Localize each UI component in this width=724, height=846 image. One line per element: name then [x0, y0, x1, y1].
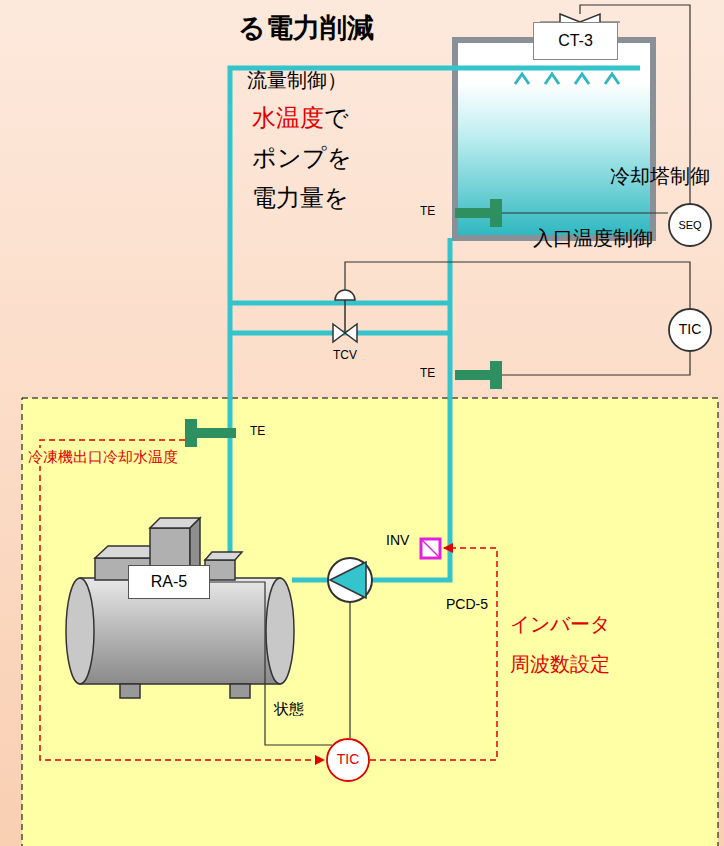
slide-title: る電力削減 [238, 12, 374, 44]
equipment-tag: CT-3 [533, 22, 618, 60]
node-label: TIC [679, 322, 702, 337]
signal-name: インバータ [510, 612, 610, 636]
sequencer-circle: SEQ [668, 203, 712, 247]
equipment-tag: RA-5 [128, 565, 210, 599]
heading-text: ポンプを [252, 144, 352, 173]
signal-name: 周波数設定 [510, 652, 610, 676]
heading-text: 水温度 [252, 104, 324, 133]
edge-label: 状態 [274, 700, 304, 718]
heading-text: 流量制御） [247, 68, 347, 92]
water-pipe [230, 68, 640, 580]
sensor-tag: TE [250, 424, 265, 438]
inverter-tag: INV [386, 532, 409, 549]
sensor-tag: TE [420, 204, 435, 218]
control-name: 入口温度制御 [533, 226, 653, 250]
node-label: RA-5 [151, 573, 187, 591]
control-signal [40, 440, 497, 760]
signal-wire [345, 5, 690, 738]
valve-tag: TCV [333, 348, 357, 362]
node-label: CT-3 [558, 32, 593, 50]
signal-name: 冷凍機出口冷却水温度 [28, 448, 178, 466]
node-label: SEQ [678, 219, 701, 231]
control-valve [333, 290, 357, 342]
chiller-illustration [66, 518, 294, 698]
pump-tag: PCD-5 [446, 596, 488, 613]
pump-symbol [328, 558, 372, 602]
heading-text: 電力量を [252, 184, 349, 213]
temperature-sensor [185, 199, 502, 447]
sensor-tag: TE [420, 366, 435, 380]
controller-circle: TIC [326, 738, 370, 782]
inverter-region [22, 398, 718, 846]
heading-text: で [324, 104, 349, 133]
controller-circle: TIC [668, 308, 712, 352]
inverter-symbol [421, 539, 440, 558]
cooling-tower [455, 14, 653, 238]
control-name: 冷却塔制御 [610, 164, 710, 188]
signal-line [210, 582, 332, 745]
node-label: TIC [337, 752, 360, 767]
